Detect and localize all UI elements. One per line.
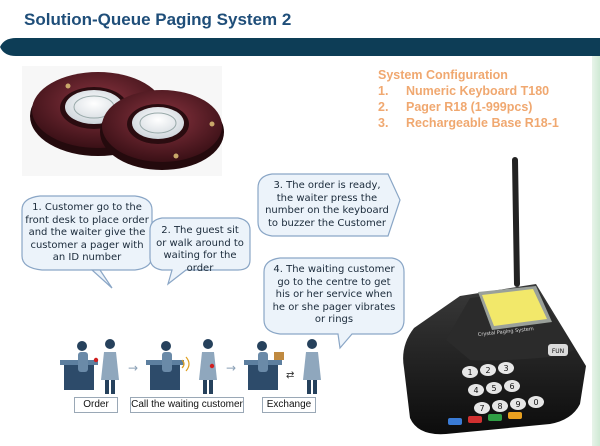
step-label-call: Call the waiting customer (130, 397, 244, 413)
key-6: 6 (504, 380, 520, 392)
device-brand: Crystal Paging System (478, 326, 535, 338)
speech-bubble-1 (21, 195, 153, 289)
keypad: 1 2 3 4 5 6 7 8 9 0 FUN (448, 344, 568, 425)
config-item-label: Rechargeable Base R18-1 (406, 116, 559, 130)
key-8: 8 (492, 400, 508, 412)
svg-text:9: 9 (515, 400, 520, 409)
bubble-line: 2. The guest sit (161, 225, 239, 236)
svg-text:8: 8 (497, 402, 502, 411)
bubble-line: waiting for the order (163, 250, 237, 274)
svg-text:2: 2 (485, 366, 490, 375)
scene-exchange: ⇄ (244, 339, 321, 394)
bubble-line: to buzzer the Customer (267, 217, 386, 229)
config-item-label: Pager R18 (1-999pcs) (406, 100, 533, 114)
step-label-exchange: Exchange (262, 397, 316, 413)
key-7: 7 (474, 402, 490, 414)
svg-text:5: 5 (491, 384, 496, 393)
bubble-line: and the waiter give the (28, 227, 146, 238)
bubble-line: 4. The waiting customer (273, 264, 395, 275)
bubble-line: go to the centre to get (277, 276, 391, 288)
key-fun: FUN (548, 344, 568, 356)
page-title: Solution-Queue Paging System 2 (24, 10, 292, 29)
process-strip: → → ⇄ (60, 339, 321, 394)
svg-text:1: 1 (467, 368, 472, 377)
step-label-order: Order (74, 397, 118, 413)
function-key (508, 412, 522, 419)
bubble-line: or rings (314, 314, 354, 325)
scene-order (60, 339, 119, 394)
exchange-arrows: ⇄ (286, 370, 294, 381)
pager-photo (22, 66, 224, 176)
bubble-line: front desk to place order (25, 214, 149, 226)
bubble-3-text: 3. The order is ready,the waiter press t… (262, 180, 392, 230)
svg-text:4: 4 (473, 386, 478, 395)
bubble-line: 3. The order is ready, (273, 180, 381, 191)
antenna (512, 157, 520, 287)
speech-bubble-2 (149, 217, 251, 286)
bubble-line: the waiter press the (276, 192, 378, 204)
svg-text:3: 3 (503, 364, 508, 373)
pager-right (100, 90, 224, 170)
config-heading: System Configuration (378, 68, 508, 82)
function-key (448, 418, 462, 425)
scene-call (146, 339, 217, 394)
lcd-screen (478, 286, 552, 330)
key-0: 0 (528, 396, 544, 408)
arrow-1: → (128, 361, 138, 375)
bubble-line: an ID number (52, 252, 122, 263)
svg-text:0: 0 (533, 398, 538, 407)
bubble-line: number on the keyboard (265, 205, 389, 216)
svg-text:7: 7 (479, 404, 484, 413)
config-item: 2. Pager R18 (1-999pcs) (378, 99, 559, 115)
keyboard-transmitter: Crystal Paging System 1 2 3 4 5 6 7 8 9 0 FUN (403, 157, 586, 435)
config-item-number: 2. (378, 100, 389, 114)
config-item: 1. Numeric Keyboard T180 (378, 83, 559, 99)
bubble-line: or walk around to (156, 237, 244, 249)
config-item-label: Numeric Keyboard T180 (406, 84, 550, 98)
speech-bubble-3 (257, 173, 401, 237)
bubble-line: he or she pager vibrates (272, 301, 396, 313)
config-item-number: 3. (378, 116, 389, 130)
bubble-line: customer a pager with (30, 239, 144, 251)
key-5: 5 (486, 382, 502, 394)
function-key (468, 416, 482, 423)
config-item-number: 1. (378, 84, 389, 98)
config-item: 3. Rechargeable Base R18-1 (378, 115, 559, 131)
arrow-2: → (226, 361, 236, 375)
right-edge-stripe (592, 56, 600, 446)
bubble-line: 1. Customer go to the (32, 202, 142, 213)
function-key (488, 414, 502, 421)
key-9: 9 (510, 398, 526, 410)
key-2: 2 (480, 364, 496, 376)
speech-bubble-4 (263, 257, 405, 350)
svg-text:FUN: FUN (552, 348, 564, 355)
bubble-line: his or her service when (275, 289, 393, 300)
header-bar (0, 38, 600, 56)
svg-text:6: 6 (509, 382, 514, 391)
system-configuration: System Configuration 1. Numeric Keyboard … (378, 67, 559, 131)
key-3: 3 (498, 362, 514, 374)
key-1: 1 (462, 366, 478, 378)
key-4: 4 (468, 384, 484, 396)
